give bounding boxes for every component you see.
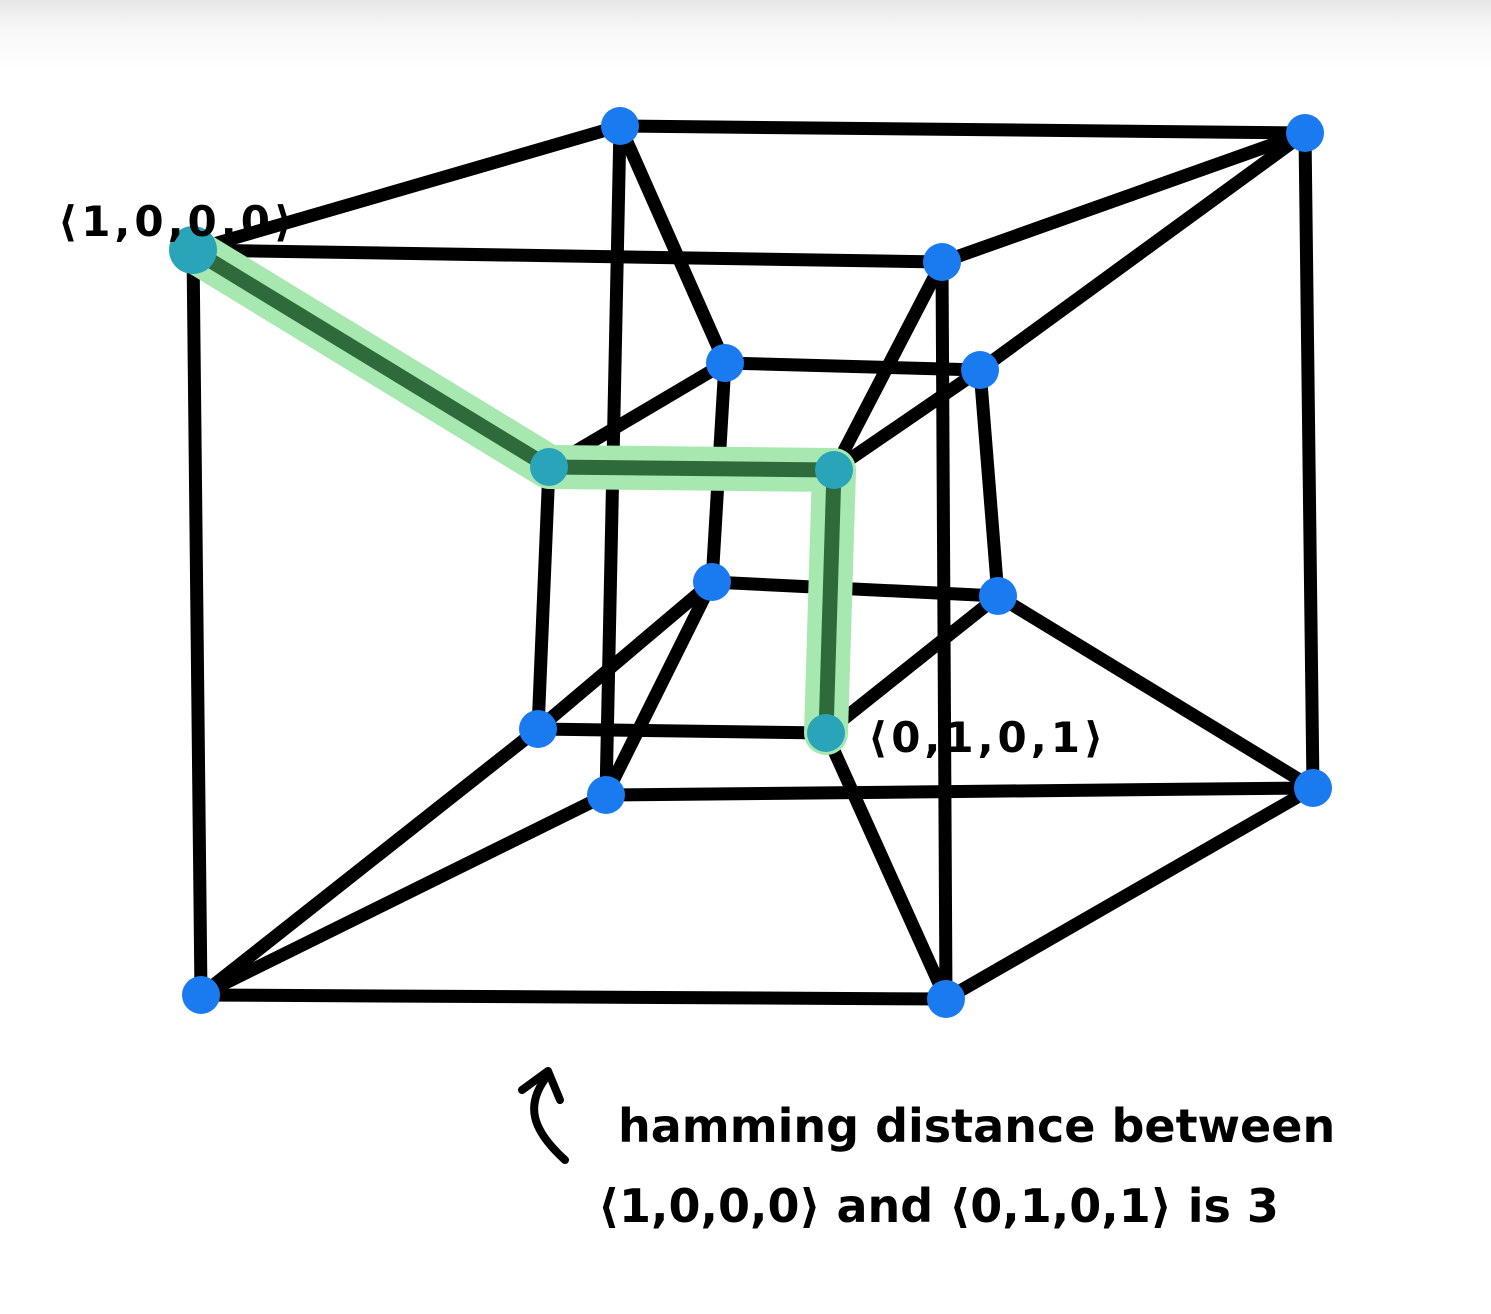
edge-D-Q bbox=[935, 255, 953, 1006]
edge-Q-N bbox=[939, 781, 1320, 1006]
edge-M-N bbox=[599, 781, 1320, 802]
edge-K-L bbox=[531, 722, 833, 740]
edge-F-J bbox=[973, 363, 1005, 603]
edge-Q-L bbox=[819, 726, 953, 1006]
vertex-H bbox=[815, 451, 853, 489]
vertex-K bbox=[519, 710, 557, 748]
edges bbox=[186, 119, 1320, 1006]
vertices bbox=[169, 107, 1332, 1018]
vertex-I bbox=[693, 563, 731, 601]
end-vertex-label: ⟨0,1,0,1⟩ bbox=[868, 713, 1107, 762]
vertex-D bbox=[923, 243, 961, 281]
edge-G-K bbox=[531, 460, 556, 736]
hamming-path-line bbox=[185, 242, 842, 741]
curved-up-arrow-icon bbox=[530, 1071, 569, 1164]
vertex-G bbox=[530, 448, 568, 486]
caption-line-2: ⟨1,0,0,0⟩ and ⟨0,1,0,1⟩ is 3 bbox=[598, 1179, 1279, 1233]
edge-M-I bbox=[599, 575, 719, 802]
vertex-N bbox=[1294, 769, 1332, 807]
edge-D-A bbox=[186, 243, 949, 269]
vertex-E bbox=[706, 344, 744, 382]
edge-O-M bbox=[194, 788, 613, 1002]
vertex-F bbox=[961, 351, 999, 389]
edge-A-B bbox=[186, 119, 627, 257]
edge-C-N bbox=[1298, 126, 1320, 795]
vertex-O bbox=[182, 976, 220, 1014]
edge-O-Q bbox=[194, 988, 953, 1006]
vertex-A bbox=[169, 226, 217, 274]
start-vertex-label: ⟨1,0,0,0⟩ bbox=[58, 197, 297, 246]
edge-C-F bbox=[973, 126, 1312, 377]
edge-L-J bbox=[819, 589, 1005, 740]
arrow-head-icon bbox=[518, 1067, 564, 1104]
edge-E-F bbox=[718, 356, 987, 377]
edge-B-C bbox=[613, 119, 1312, 140]
caption-line-1: hamming distance between bbox=[618, 1099, 1335, 1153]
edge-K-I bbox=[531, 575, 719, 736]
edge-A-O bbox=[186, 243, 208, 1002]
edge-O-K bbox=[194, 722, 545, 1002]
vertex-Q bbox=[927, 980, 965, 1018]
vertex-J bbox=[979, 577, 1017, 615]
vertex-L bbox=[807, 714, 845, 752]
edge-I-J bbox=[705, 575, 1005, 603]
hamming-path bbox=[171, 228, 856, 755]
edge-B-E bbox=[613, 119, 732, 370]
vertex-M bbox=[587, 776, 625, 814]
edge-F-H bbox=[827, 363, 987, 477]
edge-N-J bbox=[991, 589, 1320, 795]
hamming-path-glow bbox=[171, 228, 856, 755]
vertex-B bbox=[601, 107, 639, 145]
edge-C-D bbox=[935, 126, 1312, 269]
edge-D-H bbox=[827, 255, 949, 477]
vertex-C bbox=[1286, 114, 1324, 152]
